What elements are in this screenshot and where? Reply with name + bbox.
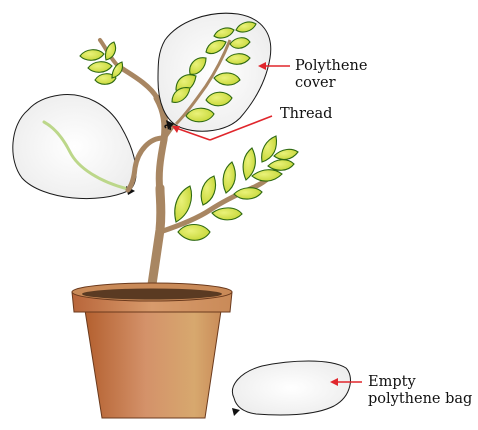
empty-bag-label-line2: polythene bag — [368, 391, 472, 408]
left-polythene-bag — [13, 95, 136, 199]
thread-label: Thread — [280, 106, 332, 123]
polythene-cover-label: Polythene cover — [295, 58, 367, 92]
empty-bag-label: Empty polythene bag — [368, 374, 472, 408]
polythene-cover — [158, 13, 271, 131]
right-branch-leaves — [175, 136, 298, 240]
polythene-cover-label-line2: cover — [295, 75, 367, 92]
empty-polythene-bag — [232, 361, 350, 416]
polythene-cover-label-line1: Polythene — [295, 58, 367, 75]
flower-pot — [72, 283, 232, 418]
empty-bag-label-line1: Empty — [368, 374, 472, 391]
